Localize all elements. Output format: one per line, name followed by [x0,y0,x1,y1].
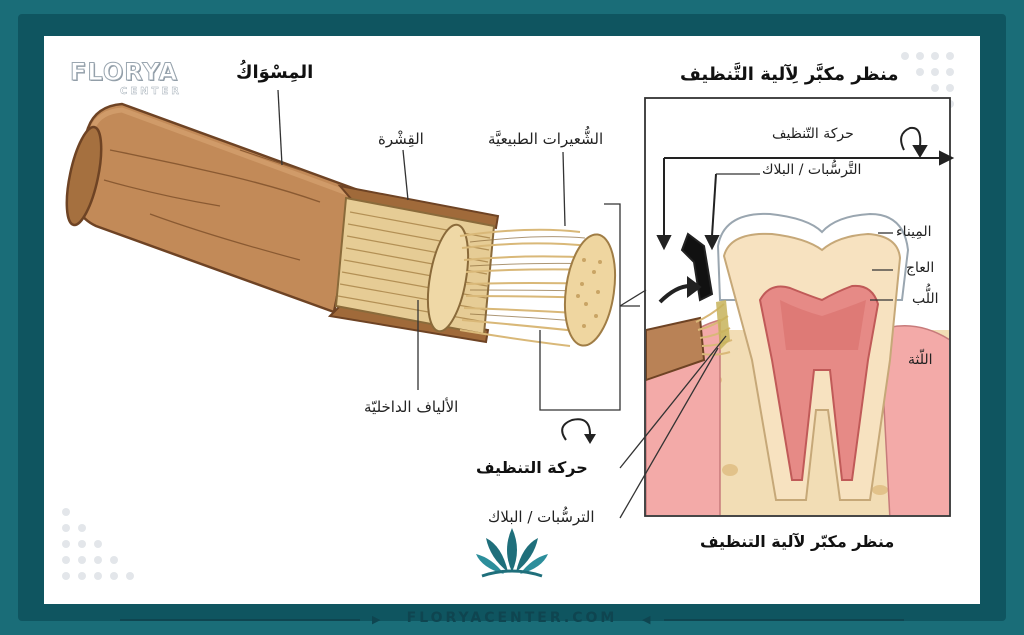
dot-pattern-bottom-left [62,508,134,580]
motion-arrow-left [561,418,596,444]
zoom-title-bottom: منظر مكبّر لآلية التنظيف [700,532,895,551]
scrub-arrow-icon [680,232,714,302]
bristle-bundle [459,228,601,347]
label-pulp: اللُّب [912,291,939,307]
footer-line-left [120,619,360,621]
zoom-motion-arrows [656,126,955,304]
label-bark: القِشْرة [378,130,424,148]
wood-body [70,102,360,314]
label-gum: اللّثة [908,352,933,368]
zoom-panel [619,97,955,517]
miswak-stick [65,102,617,347]
zoom-title-top: منظر مكبَّر لِآلية التَّنظيف [680,64,899,85]
label-cleaning-motion-left: حركة التنظيف [476,458,588,477]
plaque-deposit [716,300,730,350]
label-dentin: العاج [906,260,935,276]
bark-layer [337,184,500,230]
footer-arrow-right-icon: ▶ [372,613,381,626]
florya-logo-word: FLORYA [69,58,179,87]
label-natural-bristles: الشُّعيرات الطبيعيَّة [488,130,604,148]
label-cleaning-motion-right: حركة التّنظيف [772,126,854,142]
leader-lines-left [277,89,640,411]
label-deposits-left: الترسُّبات / البلاك [488,508,595,526]
leader-lines-right [619,173,893,519]
label-enamel: المِيناء [896,224,932,240]
florya-leaf-logo [476,528,548,578]
miswak-title: المِسْوَاكُ [236,62,314,83]
label-inner-fibers: الألياف الداخليّة [364,398,459,416]
footer-line-right [664,619,904,621]
dot-pattern-top-right [901,52,954,108]
florya-logo-sub: CENTER [120,86,182,97]
footer-arrow-left-icon: ◀ [642,613,651,626]
footer-url: FLORYACENTER.COM [406,610,618,626]
label-deposits-right: التَّرسُّبات / البلاك [762,162,862,178]
